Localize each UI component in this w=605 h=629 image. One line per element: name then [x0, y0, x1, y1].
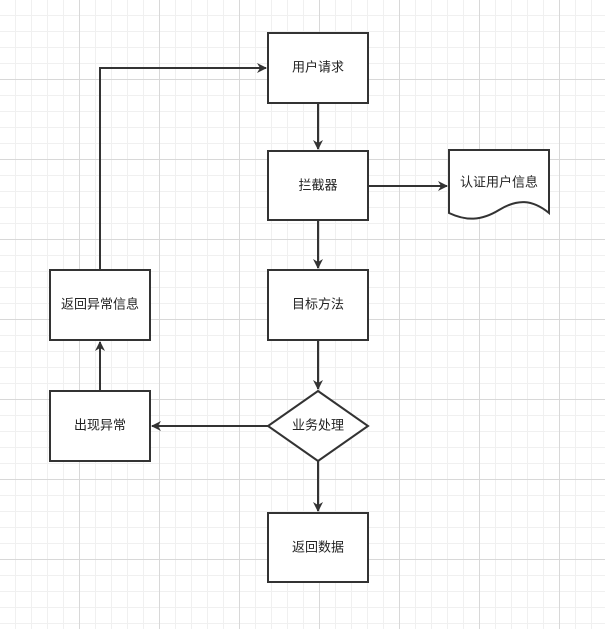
labels: 用户请求 拦截器 认证用户信息 目标方法 业务处理 返回数据 出现异常 返回异常… [61, 60, 538, 556]
nodes [49, 32, 550, 583]
label-return-exception-info: 返回异常信息 [61, 297, 139, 313]
node-business-processing [266, 389, 370, 463]
node-interceptor [267, 150, 369, 221]
edge-return-exception-to-request [99, 63, 267, 270]
label-user-request: 用户请求 [292, 60, 344, 76]
node-user-request [267, 32, 369, 104]
node-exception-occurs [49, 390, 151, 462]
node-return-data [267, 512, 369, 583]
label-target-method: 目标方法 [292, 297, 344, 313]
label-auth-user-info: 认证用户信息 [460, 175, 538, 191]
label-exception-occurs: 出现异常 [74, 419, 126, 434]
node-return-exception-info [49, 269, 151, 341]
node-auth-user-info [448, 149, 550, 220]
node-target-method [267, 269, 369, 341]
edges [95, 63, 448, 512]
label-business-processing: 业务处理 [292, 418, 344, 434]
label-interceptor: 拦截器 [298, 179, 337, 194]
label-return-data: 返回数据 [292, 541, 344, 556]
